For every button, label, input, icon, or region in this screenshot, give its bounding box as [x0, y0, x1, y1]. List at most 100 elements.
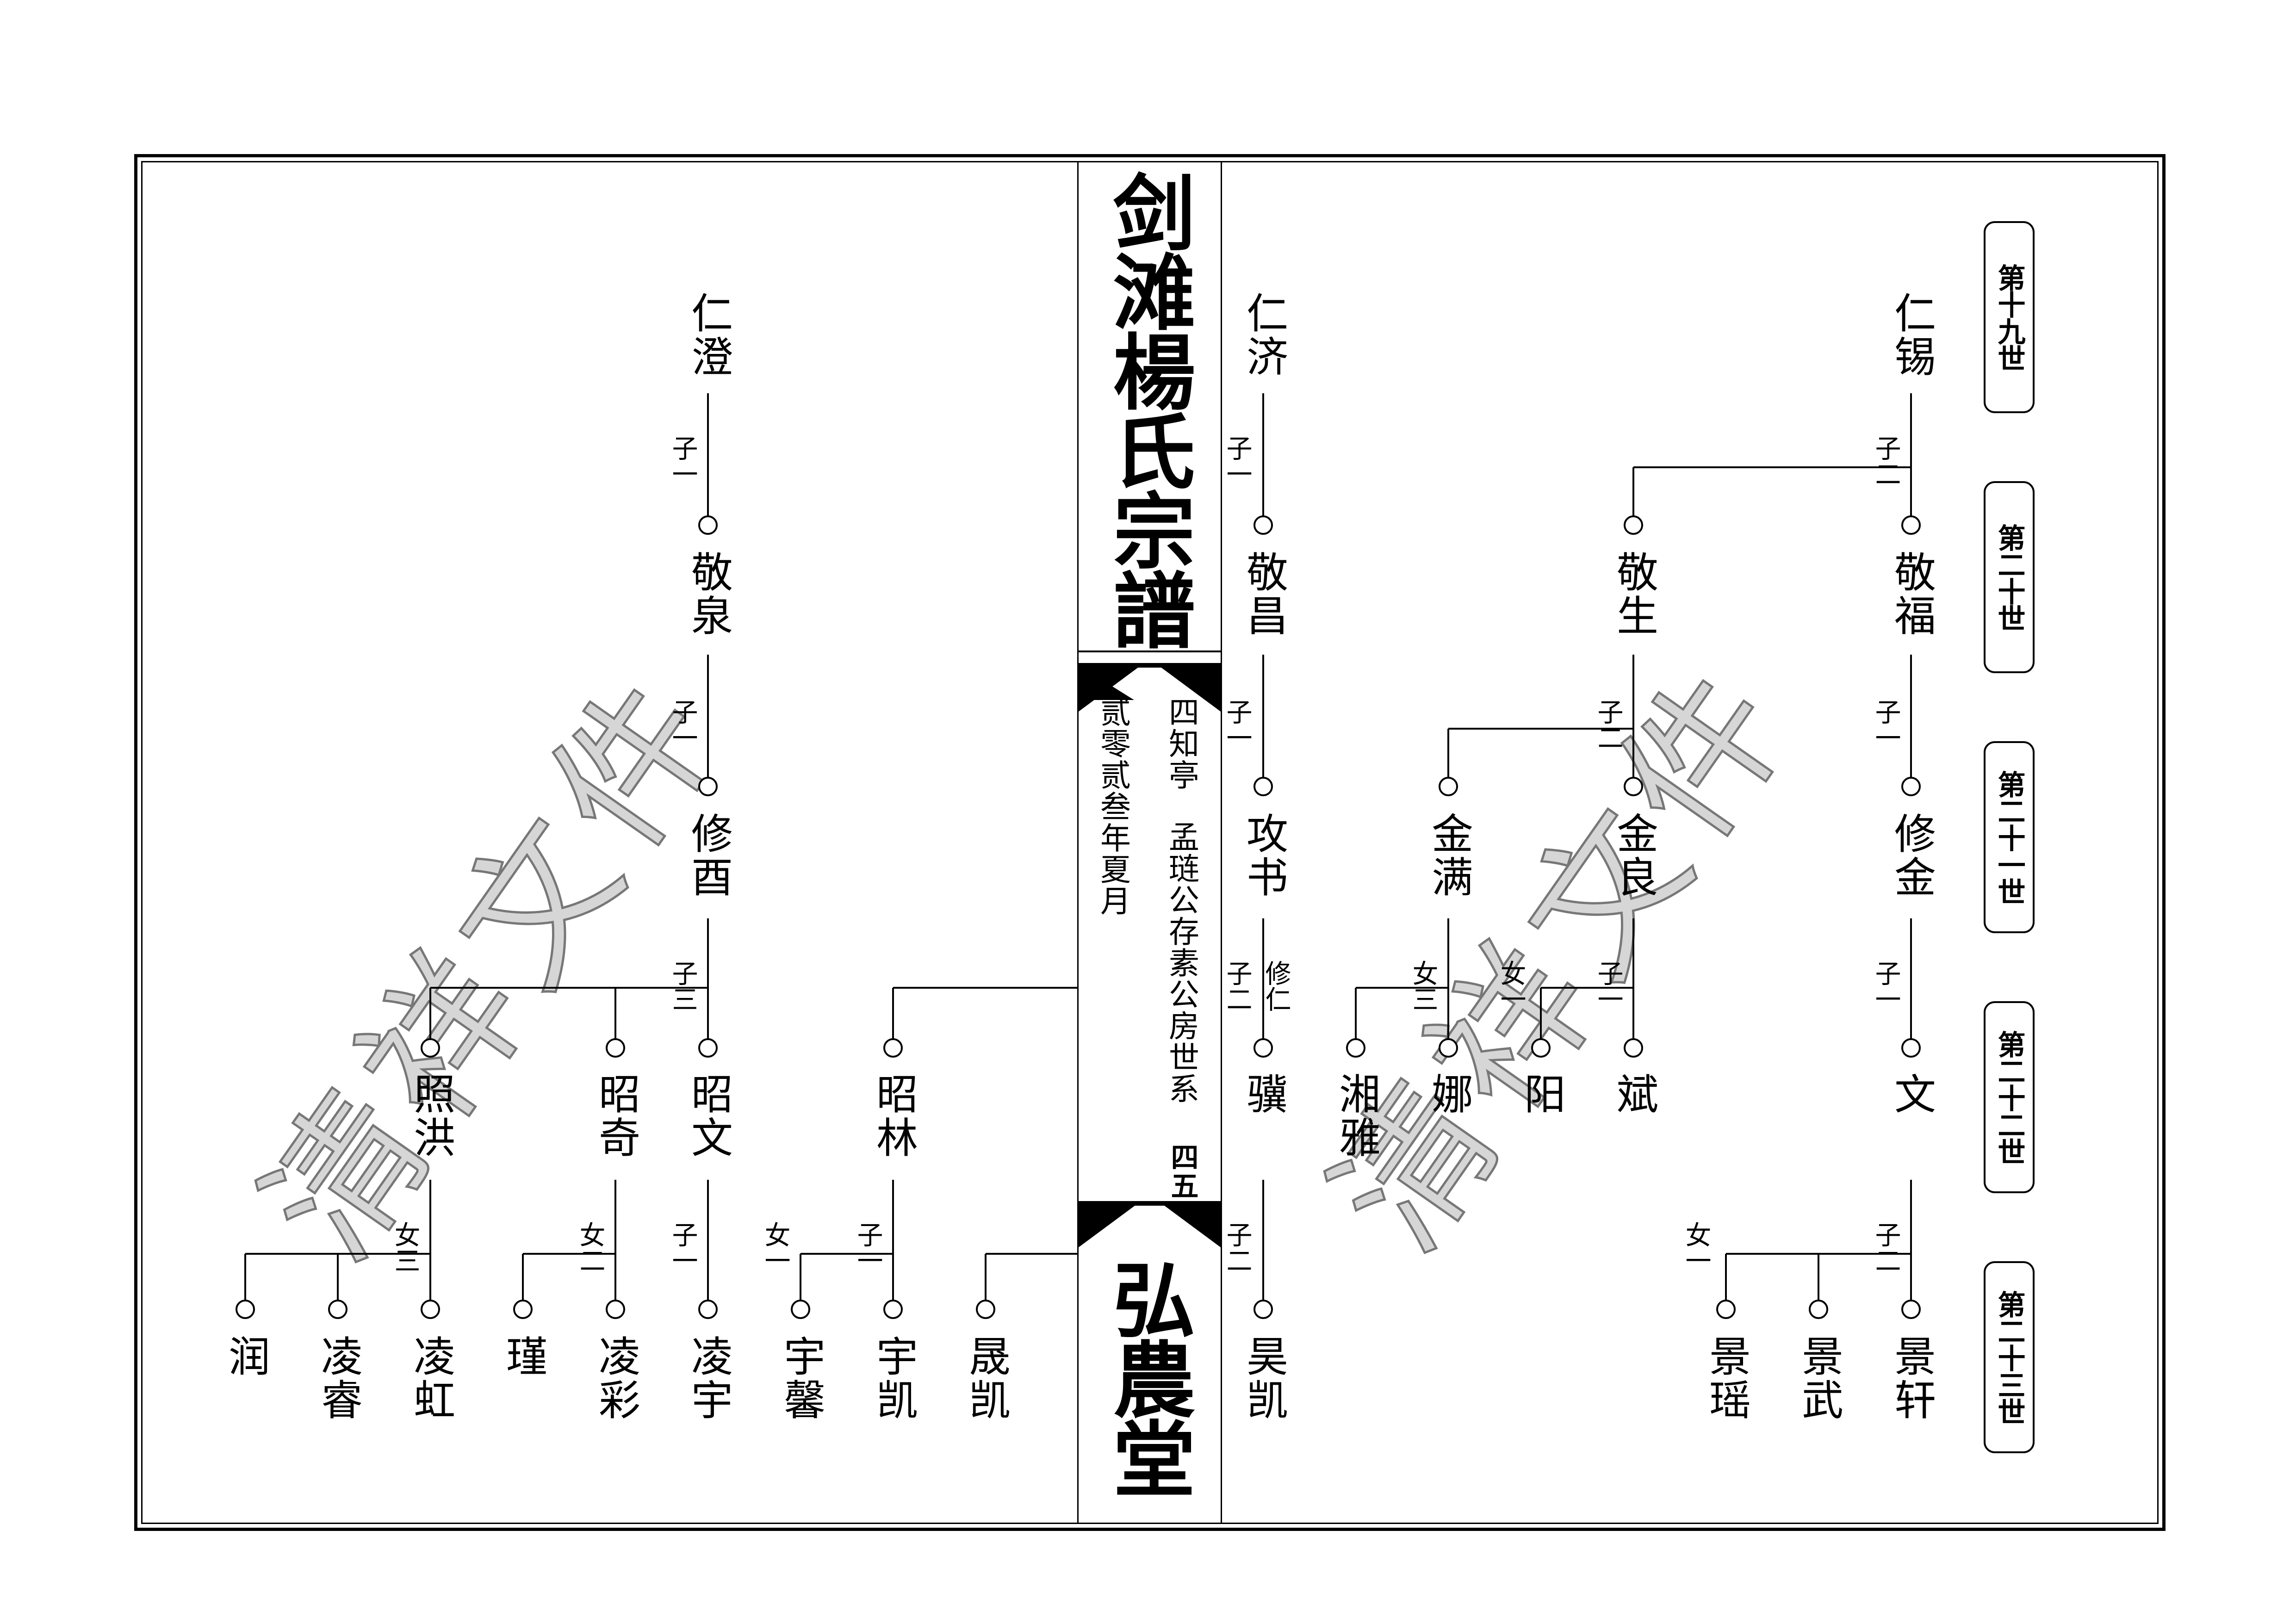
- page-number: 四五: [1166, 1143, 1198, 1200]
- person-name: 宇馨: [776, 1335, 825, 1422]
- relation-label: 子一: [1871, 960, 1901, 1012]
- person-name: 敬福: [1887, 551, 1936, 638]
- person-name: 娜: [1424, 1072, 1473, 1116]
- person-name: 仁锡: [1887, 291, 1936, 378]
- person-node: [1439, 777, 1458, 796]
- person-node: [698, 1300, 718, 1319]
- relation-label: 子二: [1871, 435, 1901, 487]
- relation-label: 子二: [1593, 699, 1623, 750]
- person-name: 攻书: [1239, 812, 1288, 899]
- person-name: 敬生: [1609, 551, 1658, 638]
- person-name: 金满: [1424, 812, 1473, 899]
- person-node: [883, 1038, 903, 1058]
- relation-label: 子二: [1871, 1221, 1901, 1273]
- person-name: 景武: [1794, 1335, 1843, 1422]
- relation-label: 子一: [1871, 699, 1901, 750]
- person-node: [1716, 1300, 1736, 1319]
- person-node: [698, 515, 718, 535]
- person-node: [698, 777, 718, 796]
- person-name: 凌虹: [406, 1335, 455, 1422]
- person-name: 修金: [1887, 812, 1936, 899]
- person-node: [328, 1300, 348, 1319]
- person-name: 晟凯: [962, 1335, 1010, 1422]
- person-name: 阳: [1517, 1072, 1565, 1116]
- person-name: 修酉: [684, 812, 732, 899]
- person-node: [1901, 515, 1921, 535]
- person-node: [1253, 777, 1273, 796]
- person-name: 敬泉: [684, 551, 732, 638]
- person-name: 昊凯: [1239, 1335, 1288, 1422]
- generation-badge-21: 第二十一世: [1984, 741, 2035, 933]
- tree-lines: [244, 393, 1912, 1309]
- outer-border: [134, 154, 2166, 1531]
- relation-label: 子一: [1222, 699, 1252, 750]
- generation-badge-23: 第二十三世: [1984, 1261, 2035, 1453]
- person-node: [513, 1300, 533, 1319]
- relation-label: 女一: [1496, 960, 1526, 1012]
- relation-label: 子二: [1222, 960, 1252, 1012]
- generation-badge-20: 第二十世: [1984, 481, 2035, 673]
- spine-ornaments: [1079, 650, 1221, 1247]
- branch-name: 四知亭: [1164, 696, 1199, 791]
- person-node: [1346, 1038, 1365, 1058]
- person-node: [1901, 1038, 1921, 1058]
- person-name: 仁济: [1239, 291, 1288, 378]
- relation-label: 子一: [1593, 960, 1623, 1012]
- relation-label: 子一: [668, 435, 698, 487]
- person-name: 润: [221, 1335, 270, 1378]
- person-node: [791, 1300, 810, 1319]
- person-node: [883, 1300, 903, 1319]
- person-node: [1901, 1300, 1921, 1319]
- generation-badge-22: 第二十二世: [1984, 1001, 2035, 1193]
- person-node: [976, 1300, 995, 1319]
- person-name: 凌睿: [314, 1335, 362, 1422]
- person-name: 昭奇: [591, 1072, 640, 1159]
- person-name: 昭林: [869, 1072, 918, 1159]
- center-spine: [1077, 161, 1222, 1524]
- person-node: [236, 1300, 255, 1319]
- generation-badge-19: 第十九世: [1984, 221, 2035, 413]
- inner-border: [141, 161, 2159, 1524]
- person-node: [698, 1038, 718, 1058]
- person-name: 瑾: [499, 1335, 547, 1378]
- person-node: [1253, 515, 1273, 535]
- person-name: 昭文: [684, 1072, 732, 1159]
- person-name: 骥: [1239, 1072, 1288, 1116]
- person-node: [606, 1038, 625, 1058]
- hall-name: 弘農堂: [1099, 1258, 1195, 1496]
- person-name: 斌: [1609, 1072, 1658, 1116]
- person-node: [1253, 1300, 1273, 1319]
- person-node: [1624, 777, 1643, 796]
- person-node: [421, 1300, 440, 1319]
- relation-label: 修仁: [1261, 960, 1291, 1012]
- person-name: 照洪: [406, 1072, 455, 1159]
- relation-label: 女一: [760, 1221, 790, 1273]
- tree-nodes: [236, 515, 1921, 1319]
- person-node: [606, 1300, 625, 1319]
- person-name: 凌宇: [684, 1335, 732, 1422]
- person-name: 敬昌: [1239, 551, 1288, 638]
- relation-label: 子一: [668, 699, 698, 750]
- person-node: [1531, 1038, 1551, 1058]
- relation-label: 子三: [668, 960, 698, 1012]
- relation-label: 子二: [1222, 1221, 1252, 1273]
- relation-label: 女三: [390, 1221, 420, 1273]
- person-name: 宇凯: [869, 1335, 918, 1422]
- genealogy-title: 剑滩楊氏宗譜: [1099, 170, 1195, 648]
- relation-label: 女一: [1681, 1221, 1711, 1273]
- relation-label: 子一: [1222, 435, 1252, 487]
- watermark-layer: 清祥文件清祥文件: [230, 631, 1830, 1290]
- person-node: [1624, 515, 1643, 535]
- person-node: [1809, 1300, 1828, 1319]
- person-name: 金良: [1609, 812, 1658, 899]
- relation-label: 女二: [575, 1221, 605, 1273]
- person-name: 仁澄: [684, 291, 732, 378]
- person-node: [1253, 1038, 1273, 1058]
- person-node: [1439, 1038, 1458, 1058]
- person-node: [1624, 1038, 1643, 1058]
- person-name: 景轩: [1887, 1335, 1936, 1422]
- person-name: 景瑶: [1702, 1335, 1750, 1422]
- person-name: 湘雅: [1332, 1072, 1380, 1159]
- person-name: 凌彩: [591, 1335, 640, 1422]
